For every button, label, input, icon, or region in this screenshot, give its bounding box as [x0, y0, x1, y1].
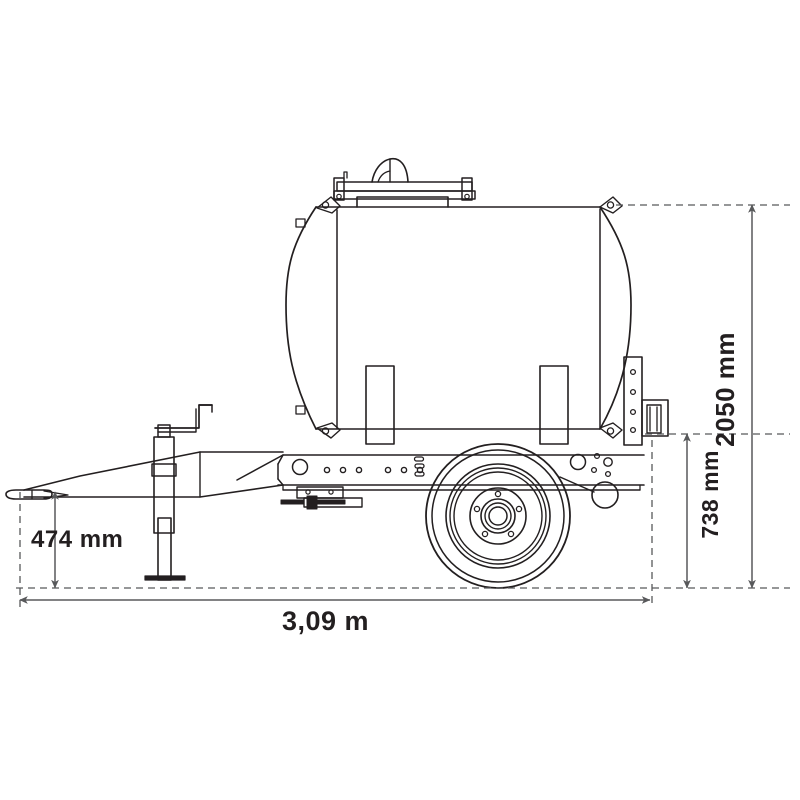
tank-side-lugs	[295, 218, 306, 415]
tank-saddle-posts	[365, 365, 569, 445]
length-dimension-label: 3,09 m	[282, 606, 370, 636]
tank-corner-brackets	[316, 196, 623, 439]
road-wheel	[425, 443, 571, 589]
tank-body	[285, 206, 632, 430]
hitch-height-dimension-label: 474 mm	[31, 526, 124, 553]
total-height-dimension-label: 2050 mm	[710, 332, 740, 447]
top-fill-hatch	[333, 157, 476, 208]
axle-height-dimension-label: 738 mm	[697, 450, 723, 539]
underframe-bracket	[280, 486, 363, 510]
dimension-lines	[16, 204, 790, 608]
jack-stand	[144, 404, 213, 581]
rear-vertical-post	[623, 356, 669, 446]
drawbar	[5, 451, 284, 500]
